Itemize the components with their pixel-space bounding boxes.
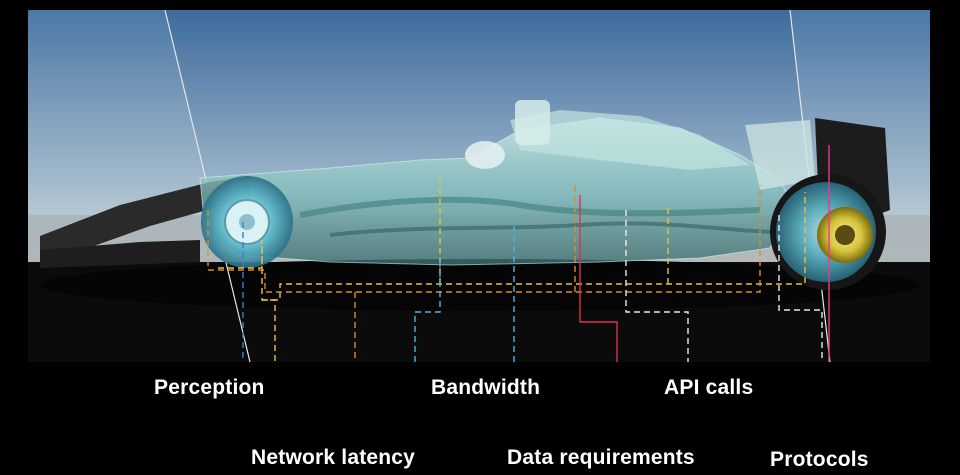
api-calls-line bbox=[625, 210, 689, 362]
data-requirements-label: Data requirements bbox=[507, 446, 695, 469]
protocols-line bbox=[778, 215, 823, 362]
data-requirements-line bbox=[579, 195, 618, 362]
perception-label: Perception bbox=[154, 376, 265, 399]
orange-line bbox=[207, 185, 761, 293]
car-icon bbox=[40, 100, 890, 290]
callout-lines bbox=[207, 145, 830, 362]
api-calls-label: API calls bbox=[664, 376, 754, 399]
protocols-label: Protocols bbox=[770, 448, 869, 471]
bandwidth-label: Bandwidth bbox=[431, 376, 541, 399]
bandwidth-line bbox=[414, 260, 441, 362]
network-latency-label: Network latency bbox=[251, 446, 416, 469]
